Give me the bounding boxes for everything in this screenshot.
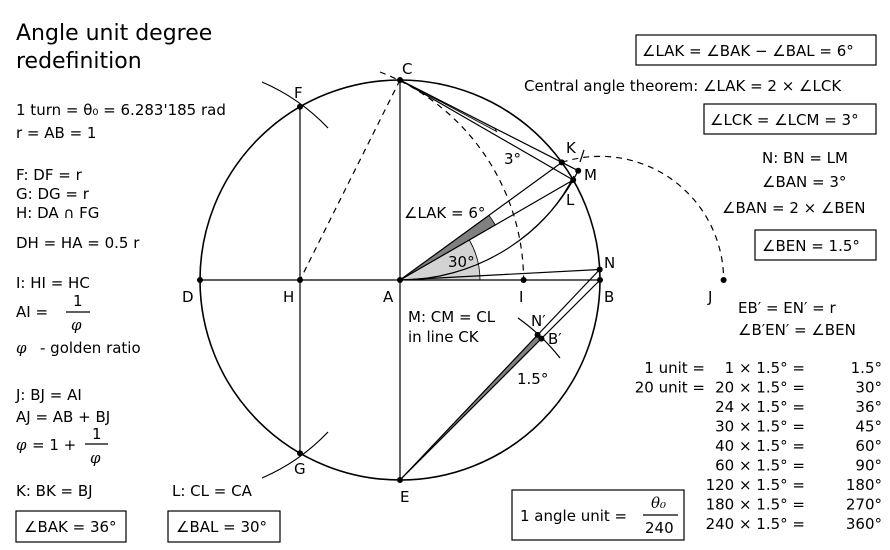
bal-box-text: ∠BAL = 30° [176, 518, 267, 536]
angle-3-label: 3° [504, 150, 521, 168]
phi-symbol: φ [16, 339, 27, 357]
unit-row-mid: 24 × 1.5° = [715, 398, 805, 416]
label-B: B [604, 288, 614, 306]
phi-eq-lhs: φ [16, 436, 27, 454]
note-k: K: BK = BJ [16, 482, 93, 500]
label-M: M [584, 166, 597, 184]
note-ban: ∠BAN = 3° [762, 173, 846, 191]
points [197, 77, 727, 483]
note-h: H: DA ∩ FG [16, 204, 99, 222]
m-note-1: M: CM = CL [408, 308, 496, 326]
unit-row-rhs: 36° [855, 398, 882, 416]
angle-unit-box [511, 489, 685, 541]
label-J: J [707, 288, 712, 306]
note-ai: AI = [16, 303, 48, 321]
unit-row-mid: 240 × 1.5° = [706, 515, 805, 533]
unit-row-rhs: 45° [855, 418, 882, 436]
lak-box [635, 34, 877, 66]
bak-box [15, 510, 127, 543]
unit-row-lhs: 1 unit = [644, 359, 705, 377]
note-r: r = AB = 1 [16, 124, 96, 142]
note-dh: DH = HA = 0.5 r [16, 234, 140, 252]
unit-row-mid: 30 × 1.5° = [715, 418, 805, 436]
note-g: G: DG = r [16, 185, 90, 203]
lck-box [703, 103, 877, 135]
note-j: J: BJ = AI [15, 386, 82, 404]
unit-row-mid: 1 × 1.5° = [725, 359, 805, 377]
central-angle-note: Central angle theorem: ∠LAK = 2 × ∠LCK [524, 77, 842, 95]
unit-row-lhs: 20 unit = [635, 379, 705, 397]
unit-row-rhs: 270° [846, 496, 882, 514]
ben-box-text: ∠BEN = 1.5° [762, 237, 860, 255]
unit-table: 1 unit = 1 × 1.5° = 1.5° 20 unit = 20 × 1.5°… [635, 359, 882, 533]
angle-lak-label: ∠LAK = 6° [404, 204, 485, 222]
note-l: L: CL = CA [172, 482, 253, 500]
unit-row-rhs: 360° [846, 515, 882, 533]
label-F: F [294, 84, 303, 102]
label-L: L [566, 191, 575, 209]
label-E: E [400, 488, 409, 506]
lak-box-text: ∠LAK = ∠BAK − ∠BAL = 6° [642, 42, 854, 60]
title-line-2: redefinition [16, 49, 142, 74]
phi-eq-denominator: φ [90, 449, 101, 467]
label-C: C [402, 60, 412, 78]
title-line-1: Angle unit degree [16, 21, 212, 46]
note-eb: EB′ = EN′ = r [738, 299, 836, 317]
note-n: N: BN = LM [762, 149, 848, 167]
angle-unit-numerator: θ₀ [651, 494, 666, 512]
unit-row-mid: 40 × 1.5° = [715, 437, 805, 455]
ai-numerator: 1 [73, 292, 83, 310]
note-f: F: DF = r [16, 166, 83, 184]
m-note-2: in line CK [408, 328, 480, 346]
ai-denominator: φ [71, 316, 82, 334]
label-H: H [283, 288, 294, 306]
angle-unit-lhs: 1 angle unit = [520, 507, 627, 525]
ben-box [754, 229, 877, 261]
unit-row-rhs: 30° [855, 379, 882, 397]
note-aj: AJ = AB + BJ [16, 408, 110, 426]
unit-row-mid: 120 × 1.5° = [706, 476, 805, 494]
label-G: G [294, 460, 306, 478]
unit-row-rhs: 90° [855, 457, 882, 475]
unit-row-mid: 60 × 1.5° = [715, 457, 805, 475]
golden-ratio-note: - golden ratio [40, 339, 141, 357]
lck-box-text: ∠LCK = ∠LCM = 3° [710, 111, 859, 129]
label-N: N [604, 254, 615, 272]
phi-eq: = 1 + [32, 436, 76, 454]
construction-lines [200, 71, 725, 481]
phi-eq-numerator: 1 [92, 425, 102, 443]
note-i: I: HI = HC [16, 274, 90, 292]
bal-box [167, 510, 281, 543]
label-D: D [182, 288, 194, 306]
unit-row-mid: 20 × 1.5° = [715, 379, 805, 397]
note-turn: 1 turn = θ₀ = 6.283'185 rad [16, 101, 226, 119]
unit-row-rhs: 1.5° [851, 359, 882, 377]
label-N-prime: N′ [531, 312, 546, 330]
angle-unit-denominator: 240 [645, 519, 674, 537]
bak-box-text: ∠BAK = 36° [24, 518, 117, 536]
angle-1-5-label: 1.5° [517, 370, 548, 388]
label-B-prime: B′ [548, 330, 562, 348]
unit-row-mid: 180 × 1.5° = [706, 496, 805, 514]
unit-row-rhs: 180° [846, 476, 882, 494]
label-A: A [383, 288, 394, 306]
unit-row-rhs: 60° [855, 437, 882, 455]
note-ban2: ∠BAN = 2 × ∠BEN [722, 199, 865, 217]
label-I: I [519, 288, 523, 306]
angle-30-label: 30° [448, 253, 475, 271]
note-ben2: ∠B′EN′ = ∠BEN [738, 321, 856, 339]
label-K: K [566, 139, 577, 157]
